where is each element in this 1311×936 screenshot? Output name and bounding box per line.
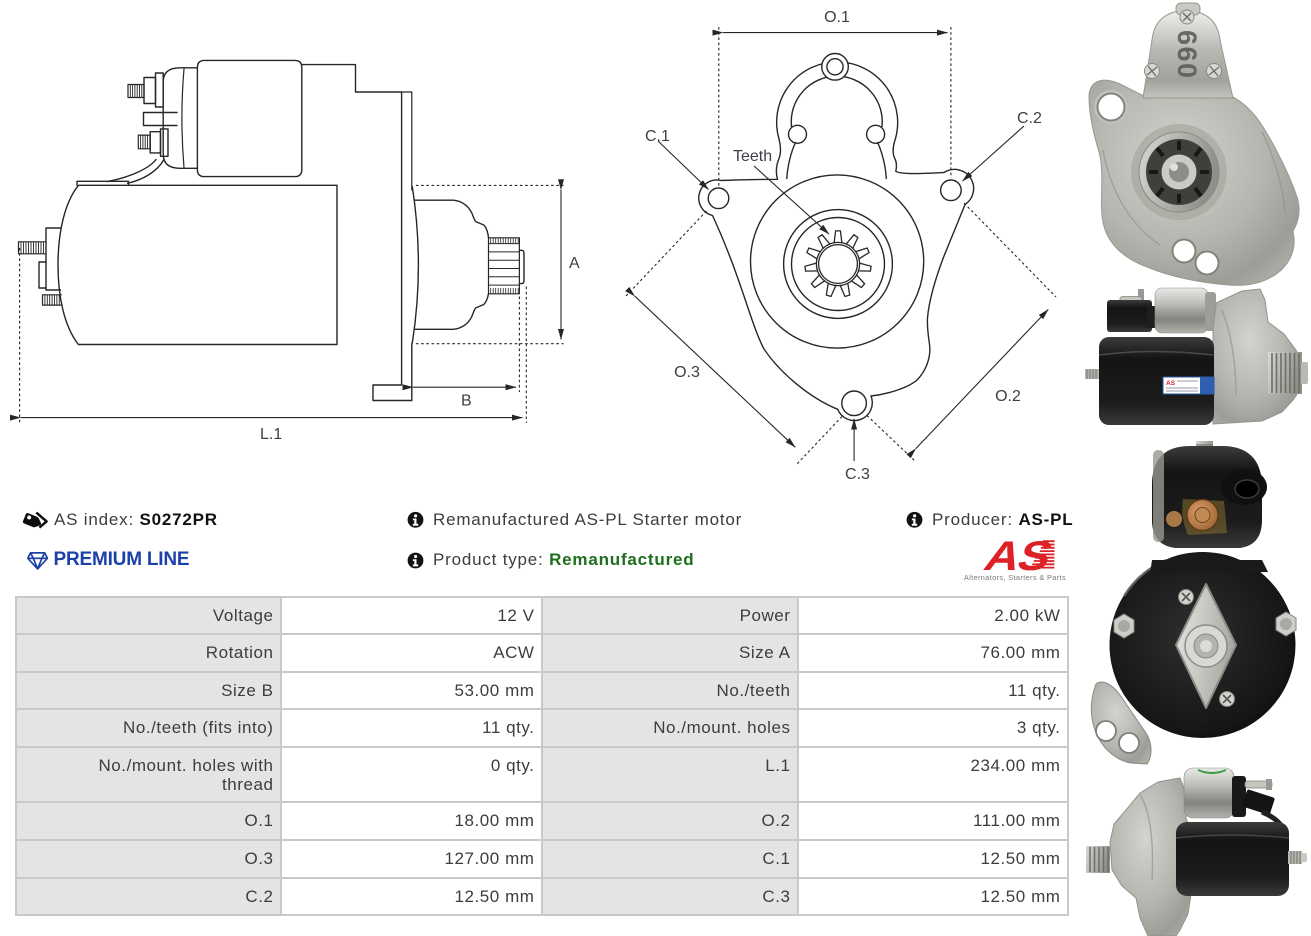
svg-text:B: B [461, 393, 472, 410]
svg-text:O.1: O.1 [824, 9, 850, 26]
svg-text:660: 660 [1172, 30, 1202, 80]
svg-text:C.3: C.3 [845, 466, 870, 483]
svg-text:C.2: C.2 [1017, 110, 1042, 127]
svg-text:Alternators, Starters & Parts: Alternators, Starters & Parts [964, 573, 1066, 582]
svg-text:L.1: L.1 [260, 426, 282, 443]
svg-text:AS: AS [1166, 380, 1176, 387]
svg-text:A: A [569, 255, 580, 272]
svg-text:O.3: O.3 [674, 364, 700, 381]
svg-text:C.1: C.1 [645, 128, 670, 145]
svg-text:O.2: O.2 [995, 388, 1021, 405]
svg-text:Teeth: Teeth [733, 148, 772, 165]
